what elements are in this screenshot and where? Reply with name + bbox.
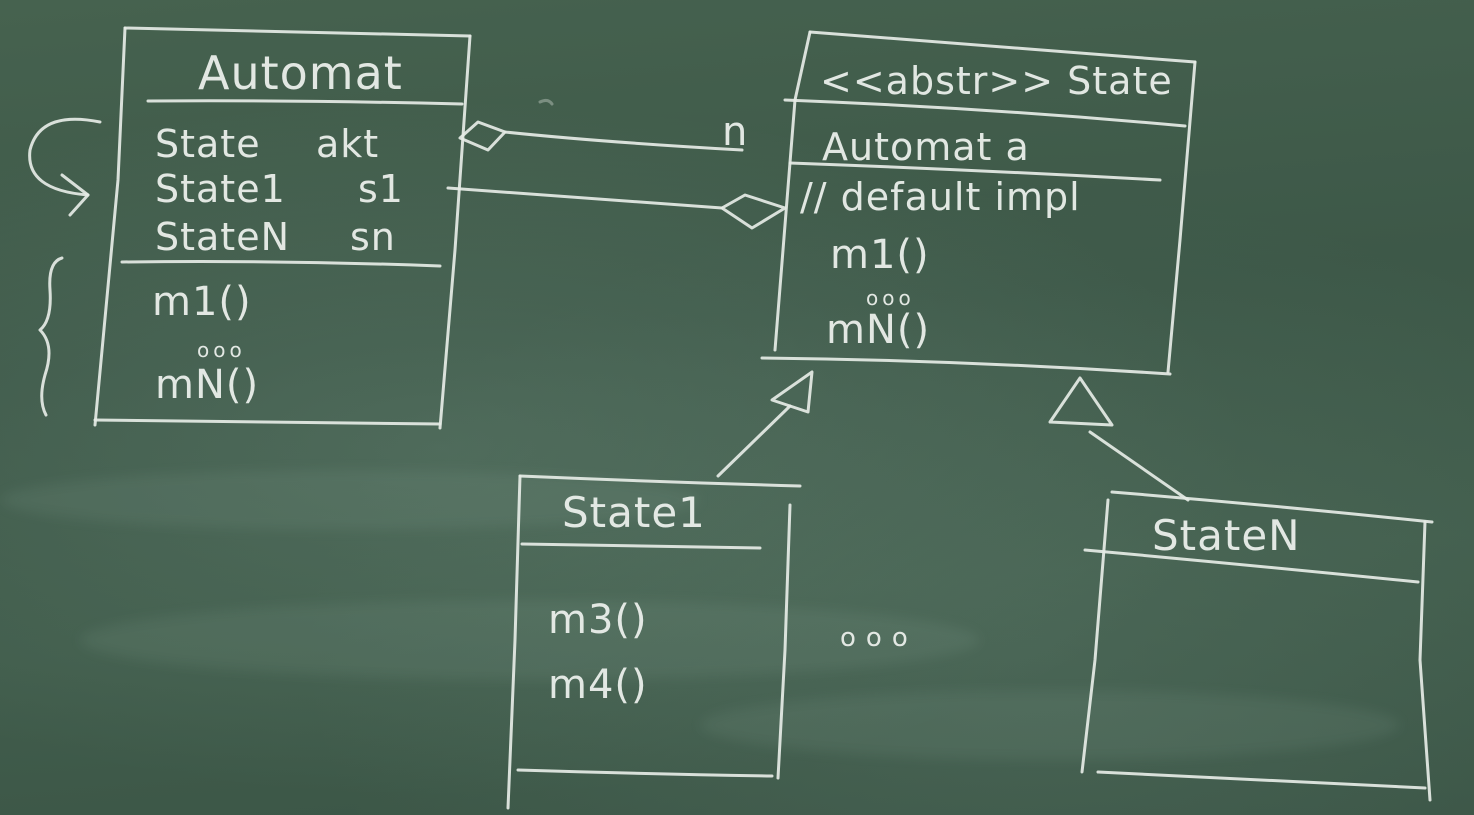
state1-box [506,474,802,810]
state-comment: // default impl [800,175,1081,219]
staten-box [1080,490,1434,802]
state-ellipsis: ooo [866,286,915,310]
automat-attr-name: sn [350,215,396,259]
state1-operation: m4() [548,662,648,708]
automat-box [93,26,472,430]
staten-class-name: StateN [1152,511,1301,560]
inheritance-staten [1048,376,1190,502]
automat-operation: m1() [152,279,252,325]
inheritance-state1 [716,370,814,478]
automat-attr-type: State1 [155,167,286,211]
automat-attr-type: State [155,122,261,166]
automat-attr-name: s1 [358,167,404,211]
automat-attr-name: akt [316,122,380,166]
automat-operation: mN() [155,362,260,408]
state-operation: mN() [826,307,931,353]
self-association-arrow [28,117,102,197]
automat-attr-type: StateN [155,215,291,259]
multiplicity-label: n [722,109,749,155]
state1-class-name: State1 [562,488,706,537]
aggregation-state-automat [446,186,787,230]
state-operation: m1() [830,232,930,278]
automat-ellipsis: ooo [197,338,246,362]
state1-operation: m3() [548,597,648,643]
state-box [760,30,1197,376]
chalk-smear [700,690,1400,760]
automat-class-name: Automat [198,46,403,100]
chalk-smear [80,600,980,680]
state-attribute: Automat a [822,125,1030,169]
left-brace [38,256,64,417]
state-stereotype-name: <<abstr>> State [820,59,1173,103]
subclasses-ellipsis: ooo [840,623,918,653]
self-association-arrowhead [60,173,90,217]
aggregation-automat-state [458,98,744,152]
